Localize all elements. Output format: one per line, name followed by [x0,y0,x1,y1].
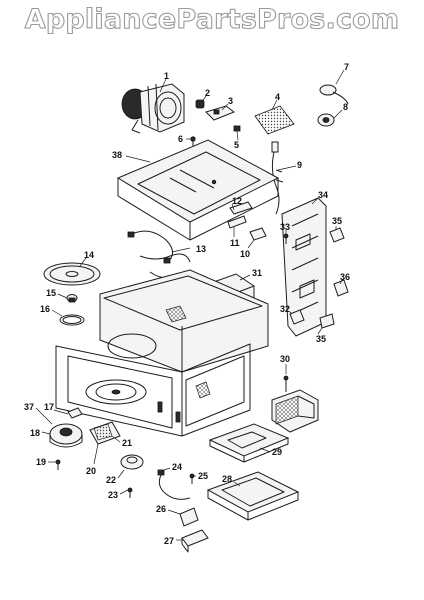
callout-23: 23 [108,490,118,500]
part-3 [205,105,236,121]
part-switch-35-lower [319,313,335,329]
part-26 [179,507,199,527]
callout-15: 15 [46,288,56,298]
callout-22: 22 [106,475,116,485]
callout-27: 27 [164,536,174,546]
part-vent-grille [254,105,295,135]
part-turntable-tray [43,262,101,286]
part-stirrer-motor [49,423,83,448]
part-switch-32 [289,309,305,325]
part-11 [227,215,247,229]
callout-32: 32 [280,304,290,314]
callout-21: 21 [122,438,132,448]
callout-16: 16 [40,304,50,314]
callout-19: 19 [36,457,46,467]
part-bottom-plate [208,423,290,463]
callout-3: 3 [228,96,233,106]
callout-24: 24 [172,462,182,472]
callout-4: 4 [275,92,280,102]
part-screw-23 [127,487,133,498]
part-thermistor [157,469,191,500]
callout-33: 33 [280,222,290,232]
callout-7: 7 [344,62,349,72]
part-switch-35-upper [329,227,345,243]
callout-36: 36 [340,272,350,282]
part-screw-6 [190,136,196,146]
callout-5: 5 [234,140,239,150]
part-thermal-cutout-7 [319,84,349,105]
callout-13: 13 [196,244,206,254]
callout-29: 29 [272,447,282,457]
callout-30: 30 [280,354,290,364]
part-screw-19 [55,459,61,470]
part-top-plate [116,139,280,241]
part-roller-ring [59,314,85,326]
callout-35-lower: 35 [316,334,326,344]
part-oven-cavity [55,269,269,437]
callout-37: 38 [112,150,122,160]
callout-1: 1 [164,71,169,81]
part-thermal-cutout-8 [317,113,335,127]
callout-10: 10 [240,249,250,259]
part-grease-filter [206,471,300,521]
callout-12: 12 [232,196,242,206]
callout-25: 25 [198,471,208,481]
callout-35-upper: 35 [332,216,342,226]
part-power-cord [271,141,284,215]
callout-14: 14 [84,250,94,260]
callout-9: 9 [297,160,302,170]
part-coupler [66,294,78,303]
callout-labels: 1 2 3 4 5 6 7 8 9 38 12 11 10 13 31 34 3 [24,62,350,546]
part-27 [181,529,209,553]
part-12 [229,201,253,215]
callout-11: 11 [230,238,240,248]
callout-38: 37 [24,402,34,412]
part-screw-25 [189,473,195,484]
part-blower-motor [121,83,185,134]
part-5 [233,125,241,132]
callout-18: 18 [30,428,40,438]
callout-20: 20 [86,466,96,476]
part-10 [249,227,267,241]
part-switch-36 [333,279,349,297]
callout-28: 28 [222,474,232,484]
watermark-logo: AppliancePartsPros.com [24,3,400,35]
callout-8: 8 [343,102,348,112]
part-door-latch-assembly [281,197,327,337]
callout-31: 31 [252,268,262,278]
part-17 [67,407,83,419]
callout-2: 2 [205,88,210,98]
callout-34: 34 [318,190,328,200]
part-magnetron [271,375,319,433]
callout-17: 17 [44,402,54,412]
part-turntable-motor [120,454,144,470]
callout-26: 26 [156,504,166,514]
callout-6: 6 [178,134,183,144]
